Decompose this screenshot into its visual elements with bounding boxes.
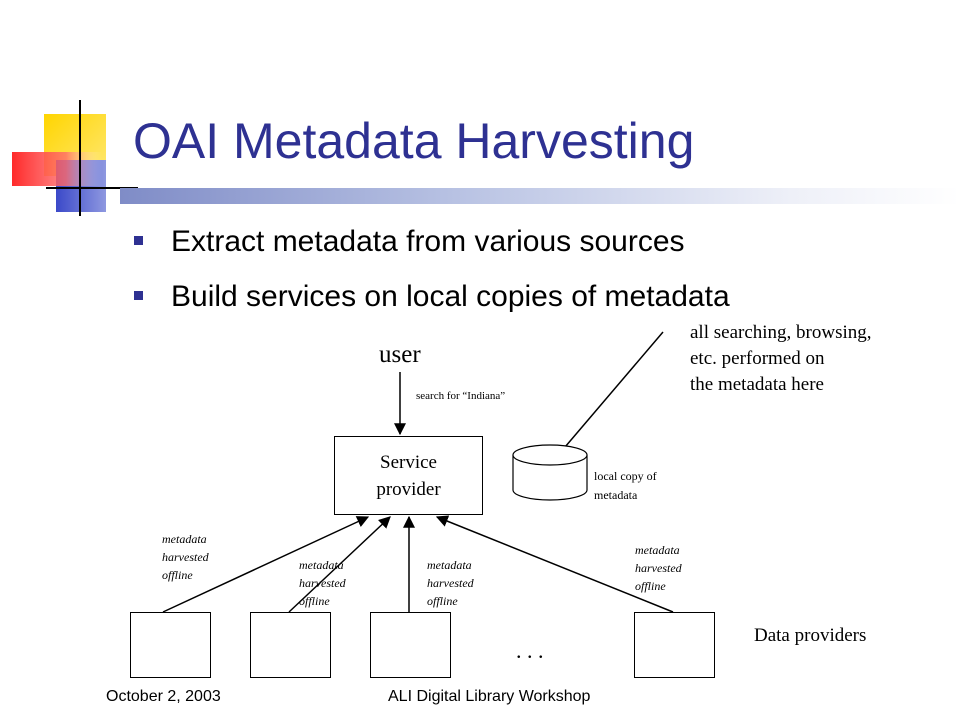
slide-title: OAI Metadata Harvesting [133, 113, 695, 169]
data-provider-box [370, 612, 451, 678]
harvest-arrow [435, 515, 674, 613]
harvest-arrow [162, 516, 370, 613]
search-label: search for “Indiana” [416, 390, 506, 402]
bullet-text: Build services on local copies of metada… [171, 280, 730, 313]
title-underline [120, 188, 960, 204]
slide-logo-icon [12, 100, 138, 216]
data-provider-box [130, 612, 211, 678]
footer-event: ALI Digital Library Workshop [388, 688, 591, 705]
service-provider-label: Service provider [376, 452, 441, 500]
local-copy-label: local copy of metadata [594, 469, 657, 502]
ellipsis: . . . [516, 638, 544, 663]
footer-date: October 2, 2003 [106, 688, 221, 705]
bullet-item: Build services on local copies of metada… [134, 280, 730, 314]
user-label: user [379, 341, 421, 368]
service-provider-box [334, 436, 483, 515]
database-icon [512, 444, 588, 501]
data-provider-box [634, 612, 715, 678]
bullet-text: Extract metadata from various sources [171, 225, 685, 258]
bullet-item: Extract metadata from various sources [134, 225, 685, 259]
annotation-arrow [547, 331, 664, 468]
data-provider-box [250, 612, 331, 678]
harvest-arrow [288, 516, 391, 613]
annotation-text: all searching, browsing, etc. performed … [690, 322, 872, 395]
data-providers-label: Data providers [754, 625, 867, 646]
